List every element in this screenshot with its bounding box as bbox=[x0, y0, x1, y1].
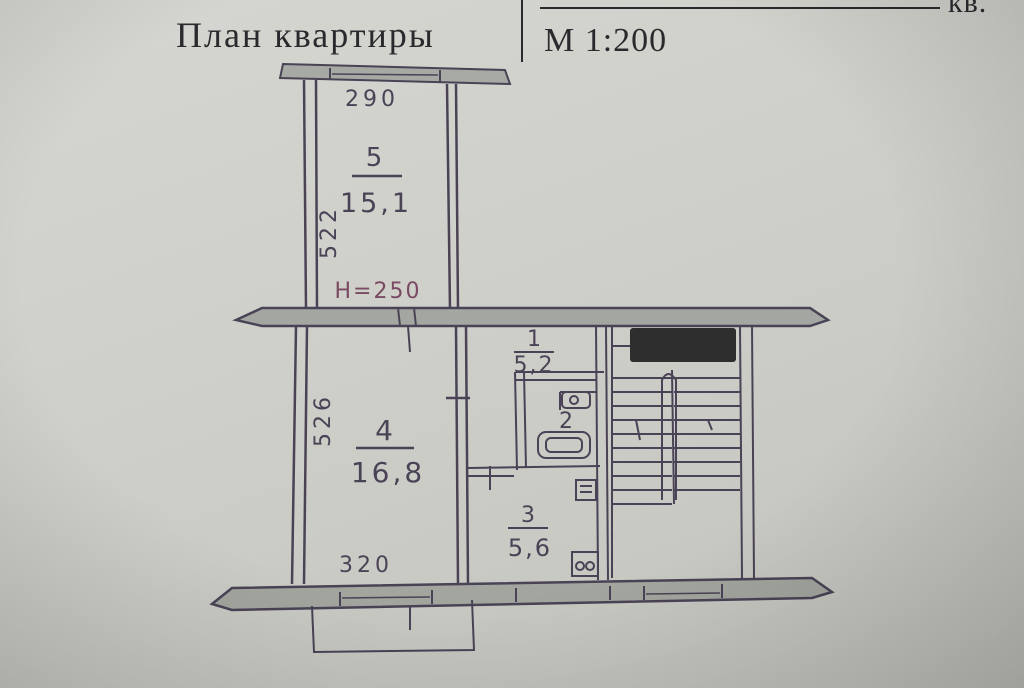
bathroom-walls bbox=[467, 325, 609, 581]
room-5-walls bbox=[302, 79, 460, 311]
apartment-label: кв. bbox=[948, 0, 988, 19]
room-1-area: 5,2 bbox=[514, 353, 555, 378]
staircase-icon bbox=[611, 325, 755, 579]
room-2-label: 2 bbox=[559, 409, 573, 434]
room-5-width-dimension: 290 bbox=[345, 87, 399, 112]
room-3-label: 3 5,6 bbox=[508, 503, 552, 562]
room-3-area: 5,6 bbox=[508, 534, 552, 562]
middle-slab bbox=[232, 306, 831, 353]
plan-title: План квартиры bbox=[176, 15, 435, 55]
room-3-number: 3 bbox=[521, 503, 535, 528]
room-5-length-dimension: 522 bbox=[317, 205, 342, 259]
room-4-label: 4 16,8 bbox=[351, 414, 425, 489]
room-4-length-dimension: 526 bbox=[311, 393, 336, 447]
room-5-number: 5 bbox=[366, 143, 383, 173]
room-4-number: 4 bbox=[375, 414, 393, 447]
bathtub-icon bbox=[537, 431, 591, 459]
redaction-block bbox=[630, 328, 736, 362]
room-4-walls bbox=[290, 325, 470, 585]
stove-icon bbox=[571, 551, 599, 577]
room-4-width-dimension: 320 bbox=[339, 553, 393, 578]
bottom-slab bbox=[209, 576, 835, 612]
room-2-number: 2 bbox=[559, 409, 573, 434]
room-1-label: 1 5,2 bbox=[514, 327, 555, 378]
room-4-area: 16,8 bbox=[351, 456, 425, 489]
toilet-icon bbox=[575, 479, 597, 501]
room-5-label: 5 15,1 bbox=[340, 143, 412, 219]
lower-balcony bbox=[311, 599, 476, 654]
sink-icon bbox=[561, 391, 591, 409]
scale-label: М 1:200 bbox=[544, 22, 668, 59]
ceiling-height-label: H=250 bbox=[335, 279, 422, 304]
room-1-number: 1 bbox=[527, 327, 541, 352]
balcony-slab bbox=[278, 62, 512, 86]
room-5-area: 15,1 bbox=[340, 188, 412, 219]
